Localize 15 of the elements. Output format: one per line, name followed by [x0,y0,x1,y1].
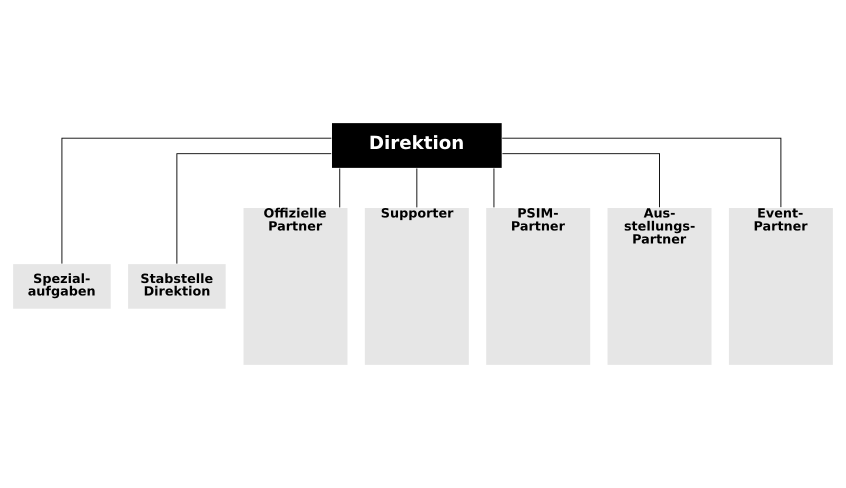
connector [176,153,332,264]
node-box: PSIM- Partner [485,207,592,366]
connector [339,168,340,208]
connector [493,168,494,208]
connector [416,168,418,208]
node-box: Offizielle Partner [242,207,348,366]
node-box: Event- Partner [728,207,834,366]
node-box: Stabstelle Direktion [127,263,227,310]
node-box: Supporter [364,207,470,366]
connector [502,153,660,208]
node-box: Direktion [331,122,503,169]
node-box: Spezial- aufgaben [12,263,112,310]
connector [502,138,782,208]
node-box: Aus- stellungs- Partner [606,207,712,366]
connector [61,138,332,264]
